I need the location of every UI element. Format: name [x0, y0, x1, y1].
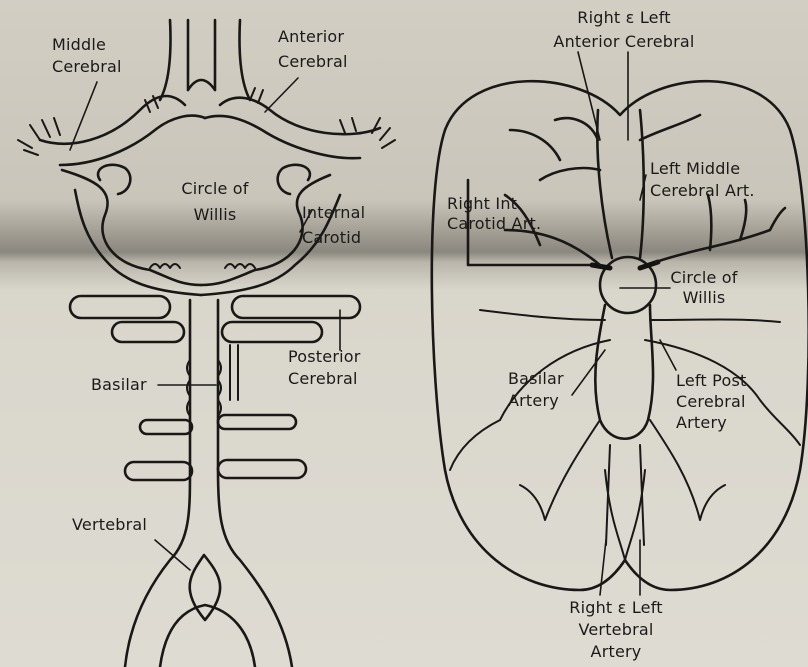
label-left-middle-cerebral-art: Left Middle Cerebral Art.	[650, 158, 755, 202]
label-circle-of-willis-right: Circle of Willis	[664, 268, 744, 308]
pointer-basilar-artery	[572, 350, 605, 395]
posterior-cerebral-tube-left-upper	[70, 296, 170, 318]
brain-midline-bottom	[605, 470, 645, 560]
left-anterior-arch-inner	[60, 116, 205, 165]
label-left-post-cerebral-artery: Left Post Cerebral Artery	[676, 370, 746, 433]
left-middle-cerebral-branches	[656, 195, 785, 262]
posterior-branches	[450, 310, 800, 470]
pointer-anterior-cerebral	[265, 78, 298, 112]
label-vertebral: Vertebral	[72, 515, 147, 535]
anterior-cerebral-trunk	[160, 20, 250, 100]
side-branch-left-1	[140, 420, 192, 434]
basilar-notches	[187, 345, 238, 416]
left-arterial-diagram	[18, 20, 395, 667]
vertebral-diamond	[190, 555, 220, 620]
brainstem	[595, 305, 653, 439]
label-internal-carotid: Internal Carotid	[298, 200, 365, 250]
right-brain-diagram	[432, 52, 808, 595]
label-posterior-cerebral: Posterior Cerebral	[288, 346, 361, 390]
pointer-anterior-cerebral-right	[578, 52, 628, 140]
label-basilar: Basilar	[91, 375, 147, 395]
basilar-trunk-left	[125, 300, 190, 667]
posterior-cerebral-tube-right-lower	[222, 322, 322, 342]
side-branch-right-1	[218, 415, 296, 429]
label-right-left-anterior-cerebral: Right ε Left Anterior Cerebral	[534, 6, 714, 54]
label-right-int-carotid-art: Right Int. Carotid Art.	[447, 194, 541, 234]
vertebral-strands	[606, 445, 644, 545]
side-branch-right-2	[218, 460, 306, 478]
vertebral-lower-arcs	[160, 605, 255, 667]
side-branch-left-2	[125, 462, 192, 480]
label-basilar-artery: Basilar Artery	[508, 368, 564, 412]
branch-ticks-right	[250, 88, 395, 148]
label-right-left-vertebral-artery: Right ε Left Vertebral Artery	[548, 597, 684, 663]
left-anterior-arch	[40, 96, 185, 144]
label-anterior-cerebral: Anterior Cerebral	[272, 24, 348, 74]
lower-rootlets	[520, 420, 725, 520]
label-circle-of-willis-left: Circle of Willis	[150, 176, 280, 228]
posterior-cerebral-tube-left-lower	[112, 322, 184, 342]
willis-small-loops	[150, 264, 255, 268]
label-middle-cerebral: Middle Cerebral	[52, 34, 122, 78]
right-anterior-arch-inner	[205, 116, 360, 158]
pointer-vertebral	[155, 540, 190, 570]
